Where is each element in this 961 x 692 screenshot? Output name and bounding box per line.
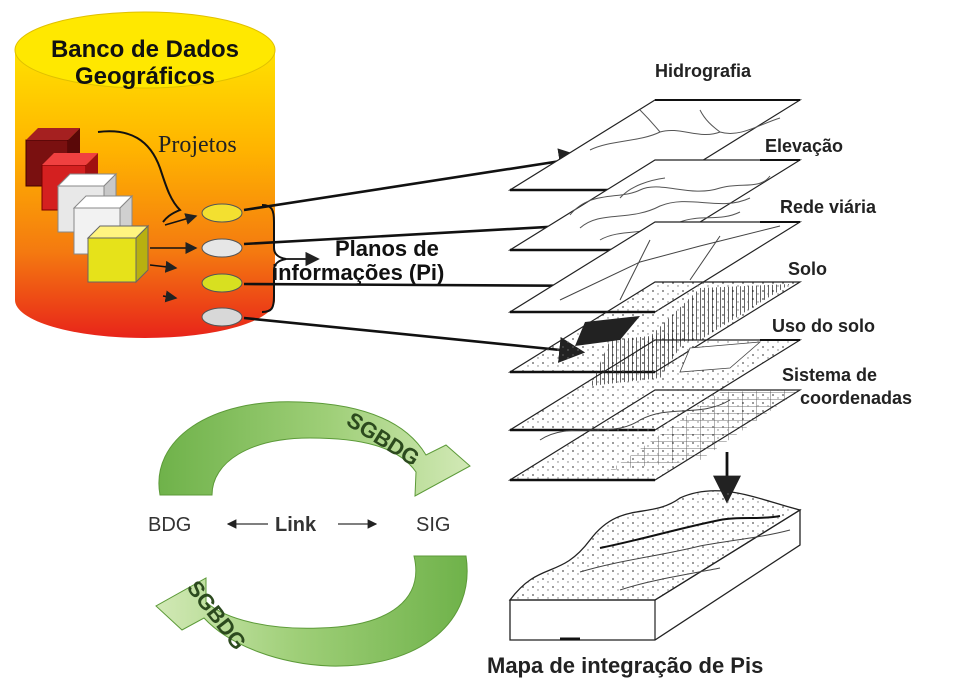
- layer-uso-do-solo: [507, 332, 803, 432]
- database-title-line1: Banco de Dados: [51, 36, 239, 63]
- layer-label-rede-viaria: Rede viária: [780, 197, 877, 217]
- layer-label-hidrografia: Hidrografia: [655, 61, 752, 81]
- arrow-to-solo: [243, 316, 586, 363]
- planes-label-line1: Planos de: [335, 236, 439, 261]
- layer-label-coordenadas: coordenadas: [800, 388, 912, 408]
- layer-solo: [507, 281, 803, 374]
- layer-labels: Hidrografia Elevação Rede viária Solo Us…: [655, 61, 912, 408]
- integration-map-block: Mapa de integração de Pis: [487, 490, 802, 678]
- layer-label-uso-do-solo: Uso do solo: [772, 316, 875, 336]
- layer-stack: [507, 99, 803, 482]
- arrow-to-hidrografia: [243, 148, 586, 212]
- bdg-label: BDG: [148, 514, 191, 536]
- layer-label-elevacao: Elevação: [765, 136, 843, 156]
- database-cylinder: Banco de Dados Geográficos: [14, 11, 276, 338]
- plane-ellipse-3: [201, 273, 243, 293]
- database-title-line2: Geográficos: [75, 63, 215, 90]
- projects-brace: [97, 130, 182, 223]
- project-cubes: [25, 128, 150, 284]
- project-cube-5-icon: [86, 224, 150, 284]
- sig-label: SIG: [416, 514, 450, 536]
- link-label: Link: [275, 514, 317, 536]
- bottom-cycle-arrow: [155, 555, 468, 667]
- top-cycle-arrow: [158, 401, 471, 497]
- layer-sistema-de-coordenadas: [507, 389, 803, 482]
- cycle-diagram: SGBDG SGBDG BDG SIG Link: [148, 401, 471, 667]
- plane-ellipse-4: [201, 307, 243, 327]
- integration-map-label: Mapa de integração de Pis: [487, 653, 763, 678]
- cube-to-plane-arrows: [149, 213, 198, 303]
- plane-ellipses: [201, 203, 243, 327]
- projects-label: Projetos: [158, 132, 237, 158]
- layer-label-solo: Solo: [788, 259, 827, 279]
- arrow-to-elevacao: [243, 212, 606, 246]
- plane-to-layer-arrows: [243, 148, 616, 363]
- planes-label-line2: informações (Pi): [272, 260, 444, 285]
- layer-label-sistema-de: Sistema de: [782, 365, 877, 385]
- arrow-to-rede-viaria: [243, 272, 616, 299]
- plane-ellipse-2: [201, 238, 243, 258]
- plane-ellipse-1: [201, 203, 243, 223]
